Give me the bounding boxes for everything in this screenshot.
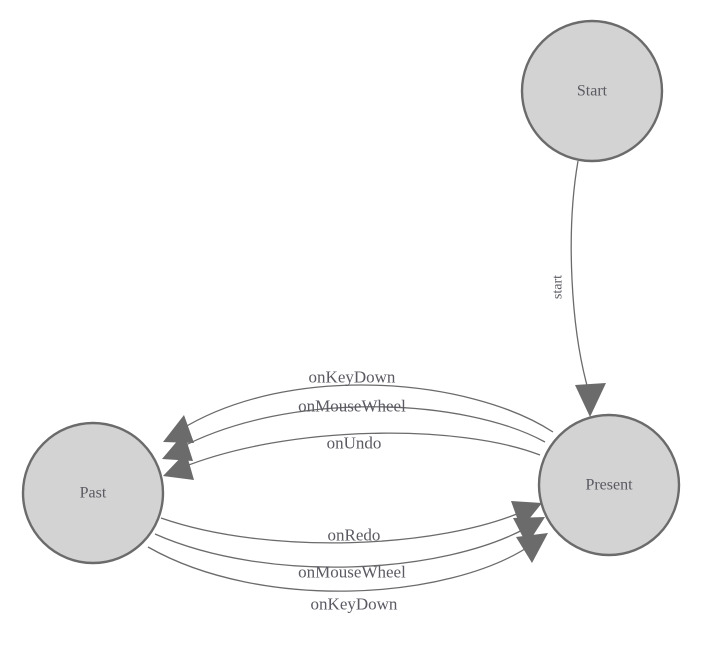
edge-wheel-down[interactable] (154, 517, 545, 568)
edge-undo-arrowhead (163, 452, 194, 480)
edge-label-wheel-down: onMouseWheel (298, 563, 406, 582)
edge-label-keydown-up: onKeyDown (309, 368, 396, 387)
edge-label-keydown-down: onKeyDown (311, 595, 398, 614)
edge-wheel-down-arrowhead (513, 517, 545, 545)
edge-start[interactable] (570, 160, 606, 417)
edge-wheel-up-path (179, 406, 546, 449)
edge-start-path (570, 160, 591, 397)
edge-keydown-up-path (179, 384, 554, 433)
node-present-circle (537, 413, 681, 557)
edge-keydown-up-arrowhead (163, 415, 194, 443)
node-present[interactable]: Present (537, 413, 681, 557)
node-start[interactable]: Start (520, 19, 664, 163)
node-past-label: Past (80, 485, 107, 502)
node-past-circle (21, 421, 165, 565)
edge-label-start: start (551, 275, 566, 299)
edge-start-arrowhead (575, 383, 606, 417)
edge-keydown-down[interactable] (147, 533, 548, 592)
edge-undo-path (180, 432, 541, 469)
node-past[interactable]: Past (21, 421, 165, 565)
edge-keydown-down-path (147, 544, 532, 592)
edge-label-wheel-up: onMouseWheel (298, 397, 406, 416)
node-present-label: Present (585, 477, 633, 494)
node-start-label: Start (577, 83, 608, 100)
edge-wheel-down-path (154, 526, 529, 568)
edge-undo[interactable] (163, 432, 541, 480)
edge-keydown-down-arrowhead (516, 533, 548, 563)
edge-redo-path (160, 510, 525, 544)
edge-keydown-up[interactable] (163, 384, 554, 443)
edge-label-redo: onRedo (328, 526, 381, 545)
edge-label-undo: onUndo (327, 434, 382, 453)
node-start-circle (520, 19, 664, 163)
